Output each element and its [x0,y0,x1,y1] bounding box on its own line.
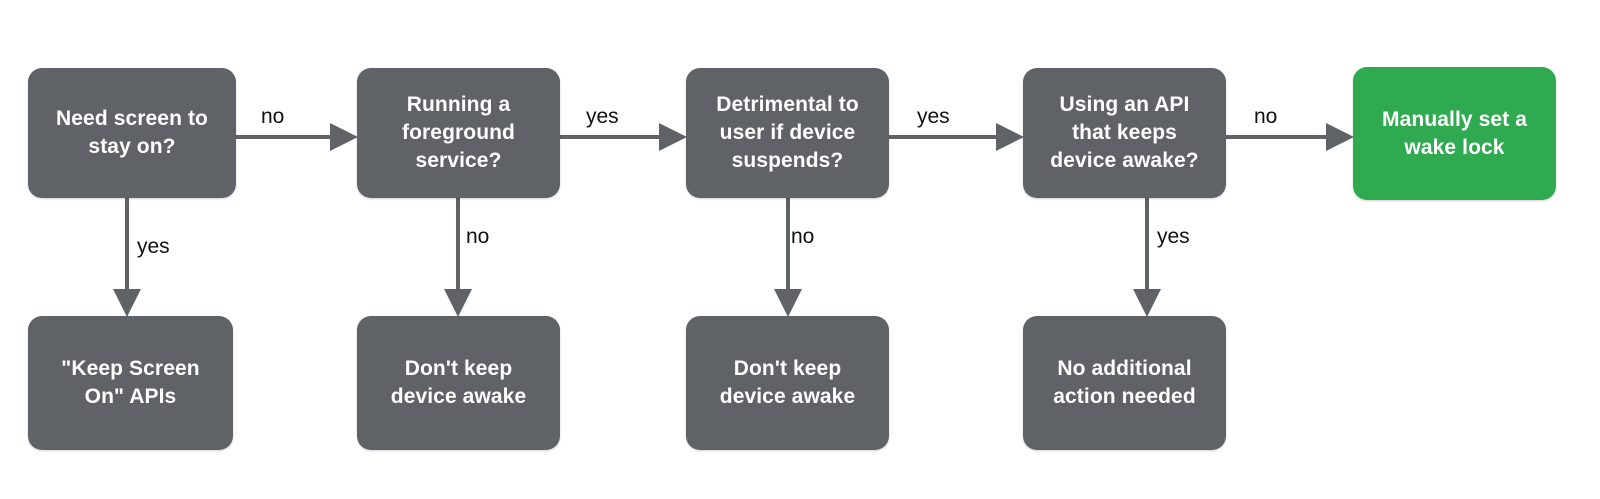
flowchart-node-foreground-service: Running a foreground service? [357,68,560,198]
flowchart-edge-label-detrimental-to-dont-keep-awake-2: no [791,225,815,248]
flowchart-node-detrimental-suspend: Detrimental to user if device suspends? [686,68,889,198]
flowchart-edge-label-need-screen-on-to-keep-screen-apis: yes [137,235,170,258]
flowchart-node-need-screen-on: Need screen to stay on? [28,68,236,198]
flowchart-node-manual-wake-lock: Manually set a wake lock [1353,67,1556,200]
flowchart-edge-label-api-keeps-awake-to-no-additional-action: yes [1157,225,1190,248]
flowchart-node-keep-screen-on-apis: "Keep Screen On" APIs [28,316,233,450]
flowchart-node-dont-keep-awake-1: Don't keep device awake [357,316,560,450]
flowchart-node-api-keeps-awake: Using an API that keeps device awake? [1023,68,1226,198]
flowchart-edge-label-foreground-service-to-detrimental: yes [586,105,619,128]
flowchart-node-dont-keep-awake-2: Don't keep device awake [686,316,889,450]
flowchart-edge-label-need-screen-on-to-foreground-service: no [261,105,285,128]
flowchart-edge-label-api-keeps-awake-to-manual-wake-lock: no [1254,105,1278,128]
flowchart-node-no-additional-action: No additional action needed [1023,316,1226,450]
flowchart-edge-label-detrimental-to-api-keeps-awake: yes [917,105,950,128]
flowchart-edge-label-foreground-service-to-dont-keep-awake-1: no [466,225,490,248]
